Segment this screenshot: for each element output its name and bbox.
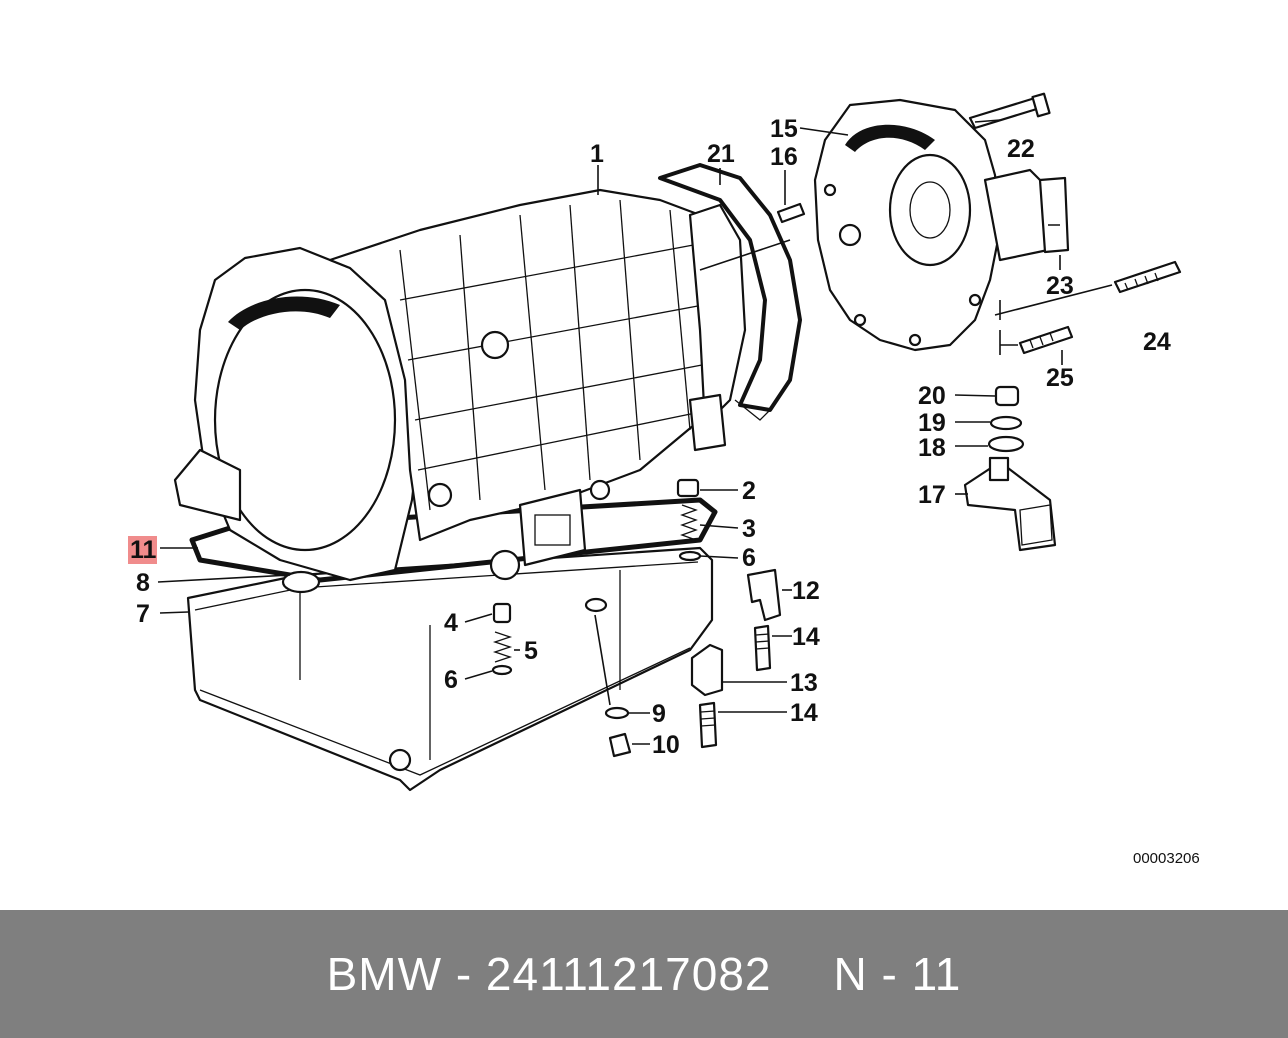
- transmission-exploded-diagram: 1 21 15 16 22 23 24 25 20 19 18 17 2 3 6…: [128, 92, 1200, 867]
- diagram-position: N - 11: [833, 948, 962, 1000]
- brand-part-number: BMW - 24111217082: [326, 948, 772, 1000]
- callout-20: 20: [918, 382, 946, 410]
- small-parts: [281, 92, 1182, 772]
- callout-highlight: [128, 536, 157, 564]
- callout-11: 11: [130, 536, 157, 564]
- oil-pan: [186, 546, 714, 792]
- callout-13: 13: [790, 669, 818, 697]
- drawing-code: 00003206: [1133, 850, 1200, 867]
- callout-25: 25: [1046, 364, 1074, 392]
- callout-22: 22: [1007, 135, 1035, 163]
- callout-1: 1: [590, 140, 604, 168]
- callout-10: 10: [652, 731, 680, 759]
- callout-21: 21: [707, 140, 735, 168]
- callout-4: 4: [444, 609, 458, 637]
- callout-18: 18: [918, 434, 946, 462]
- callout-2: 2: [742, 477, 756, 505]
- callout-6-right: 6: [742, 544, 756, 572]
- callout-8: 8: [136, 569, 150, 597]
- callout-12: 12: [792, 577, 820, 605]
- callout-5: 5: [524, 637, 538, 665]
- callout-14-top: 14: [792, 623, 820, 651]
- callout-14-bottom: 14: [790, 699, 818, 727]
- transmission-housing: [173, 188, 747, 582]
- callout-15: 15: [770, 115, 798, 143]
- leader-lines: [157, 119, 1113, 745]
- callout-19: 19: [918, 409, 946, 437]
- callout-3: 3: [742, 515, 756, 543]
- callout-6-left: 6: [444, 666, 458, 694]
- callout-7: 7: [136, 600, 150, 628]
- callout-24: 24: [1143, 328, 1171, 356]
- callout-9: 9: [652, 700, 666, 728]
- callout-labels: 1 21 15 16 22 23 24 25 20 19 18 17 2 3 6…: [130, 115, 1171, 759]
- extension-housing: [813, 98, 1052, 352]
- callout-23: 23: [1046, 272, 1074, 300]
- callout-17: 17: [918, 481, 946, 509]
- part-info-bar: BMW - 24111217082 N - 11: [0, 910, 1288, 1038]
- callout-16: 16: [770, 143, 798, 171]
- rear-gasket: [658, 163, 802, 421]
